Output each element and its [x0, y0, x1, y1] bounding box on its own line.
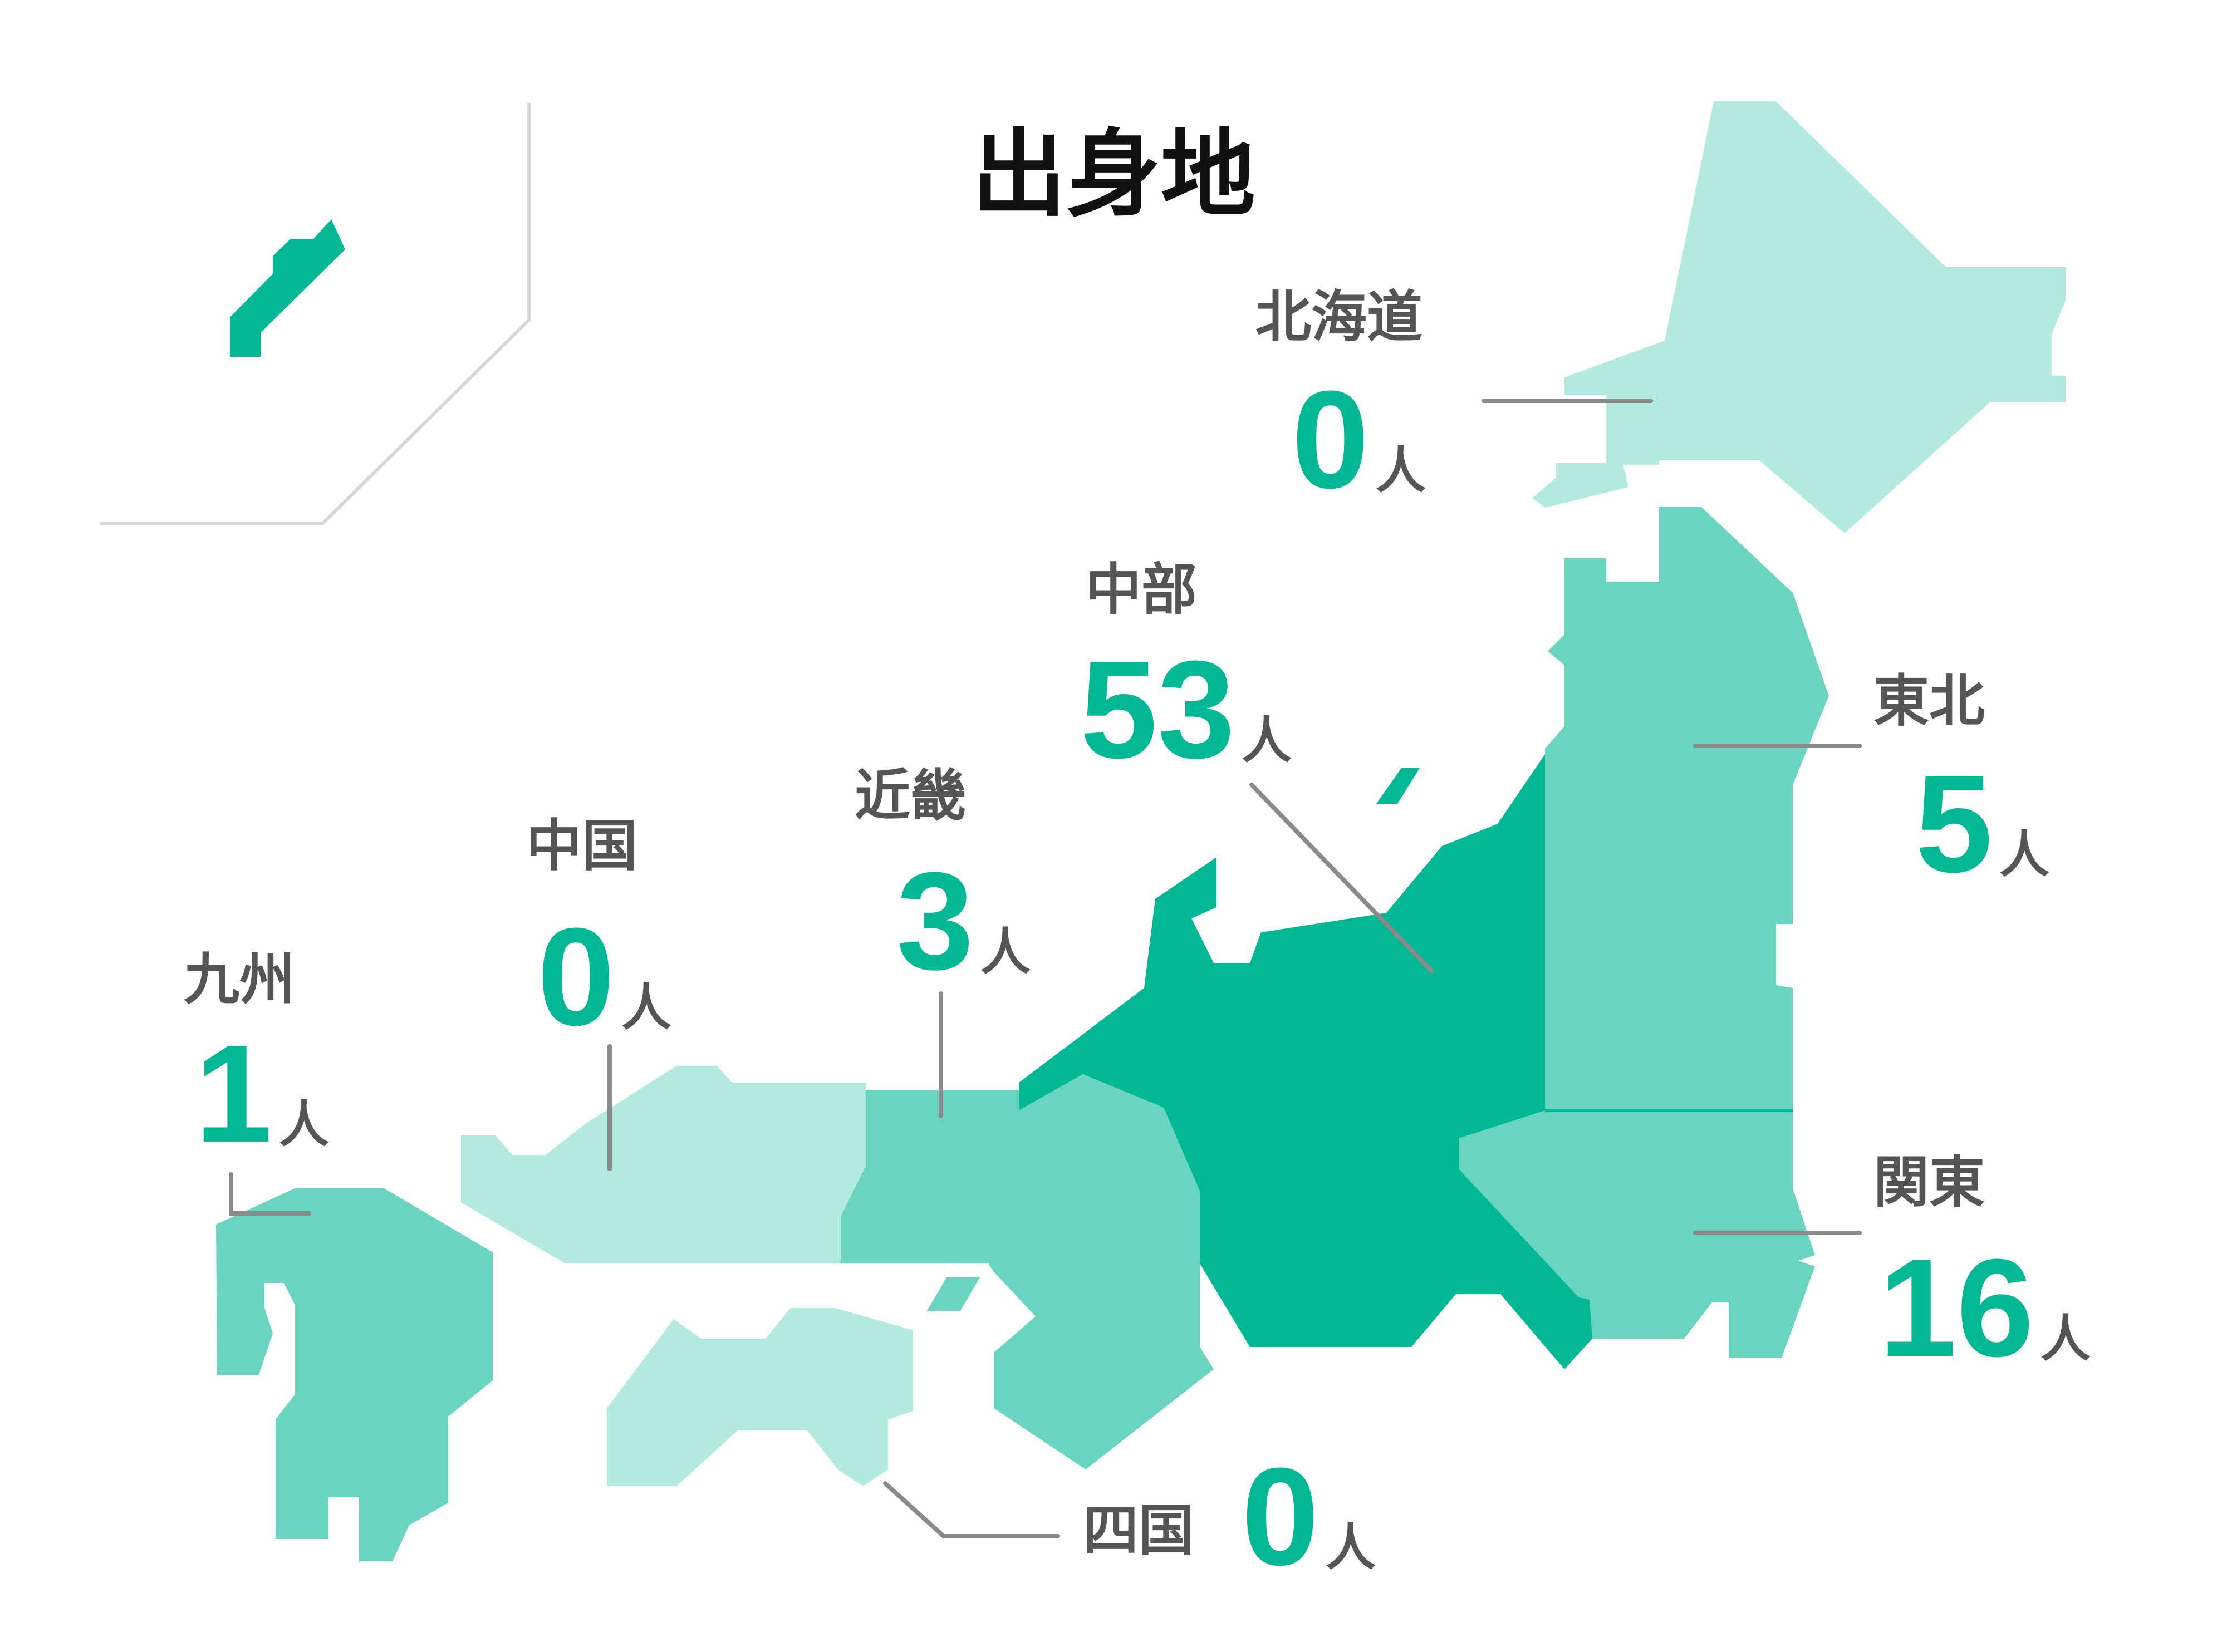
region-label-hokkaido: 北海道	[1255, 284, 1422, 350]
region-hokkaido-peninsula	[1532, 398, 1659, 508]
region-label-kinki: 近畿	[855, 763, 966, 828]
leader-lines	[229, 399, 1862, 1538]
island-awaji	[927, 1277, 980, 1311]
count-value-chubu: 53	[1080, 632, 1235, 787]
count-unit-kinki: 人	[980, 923, 1031, 981]
island-sado	[1376, 768, 1420, 804]
count-value-kyushu: 1	[195, 1016, 273, 1171]
region-label-chubu: 中部	[1086, 557, 1197, 622]
region-tohoku	[1545, 507, 1829, 1110]
region-label-shikoku: 四国	[1083, 1498, 1194, 1563]
leader-line-shikoku	[883, 1481, 1060, 1538]
count-unit-chubu: 人	[1242, 711, 1292, 770]
region-label-tohoku: 東北	[1873, 668, 1985, 734]
region-kyushu	[216, 1188, 493, 1561]
count-value-kinki: 3	[896, 843, 974, 999]
region-okinawa	[230, 219, 345, 357]
count-value-hokkaido: 0	[1292, 362, 1370, 517]
count-unit-hokkaido: 人	[1376, 441, 1426, 500]
region-label-kanto: 関東	[1873, 1150, 1985, 1215]
leader-line-kyushu	[229, 1172, 311, 1216]
region-hokkaido	[1564, 101, 2066, 533]
count-unit-tohoku: 人	[1999, 825, 2050, 884]
map-title: 出身地	[971, 120, 1255, 230]
region-label-kyushu: 九州	[184, 947, 295, 1012]
region-kanto	[1459, 1102, 1815, 1358]
count-value-tohoku: 5	[1915, 746, 1993, 901]
region-label-chugoku: 中国	[526, 813, 637, 878]
region-shikoku	[607, 1308, 913, 1486]
leader-line-chubu	[1249, 783, 1434, 974]
region-chubu	[1019, 754, 1592, 1369]
count-unit-shikoku: 人	[1326, 1518, 1376, 1577]
okinawa-inset-frame	[100, 103, 531, 525]
count-unit-kanto: 人	[2040, 1310, 2091, 1368]
count-unit-chugoku: 人	[621, 979, 672, 1037]
count-value-chugoku: 0	[537, 899, 615, 1054]
count-unit-kyushu: 人	[279, 1095, 330, 1154]
count-value-shikoku: 0	[1242, 1439, 1319, 1594]
region-chugoku	[461, 1066, 866, 1263]
count-value-kanto: 16	[1879, 1230, 2034, 1385]
region-kinki	[841, 1074, 1214, 1469]
